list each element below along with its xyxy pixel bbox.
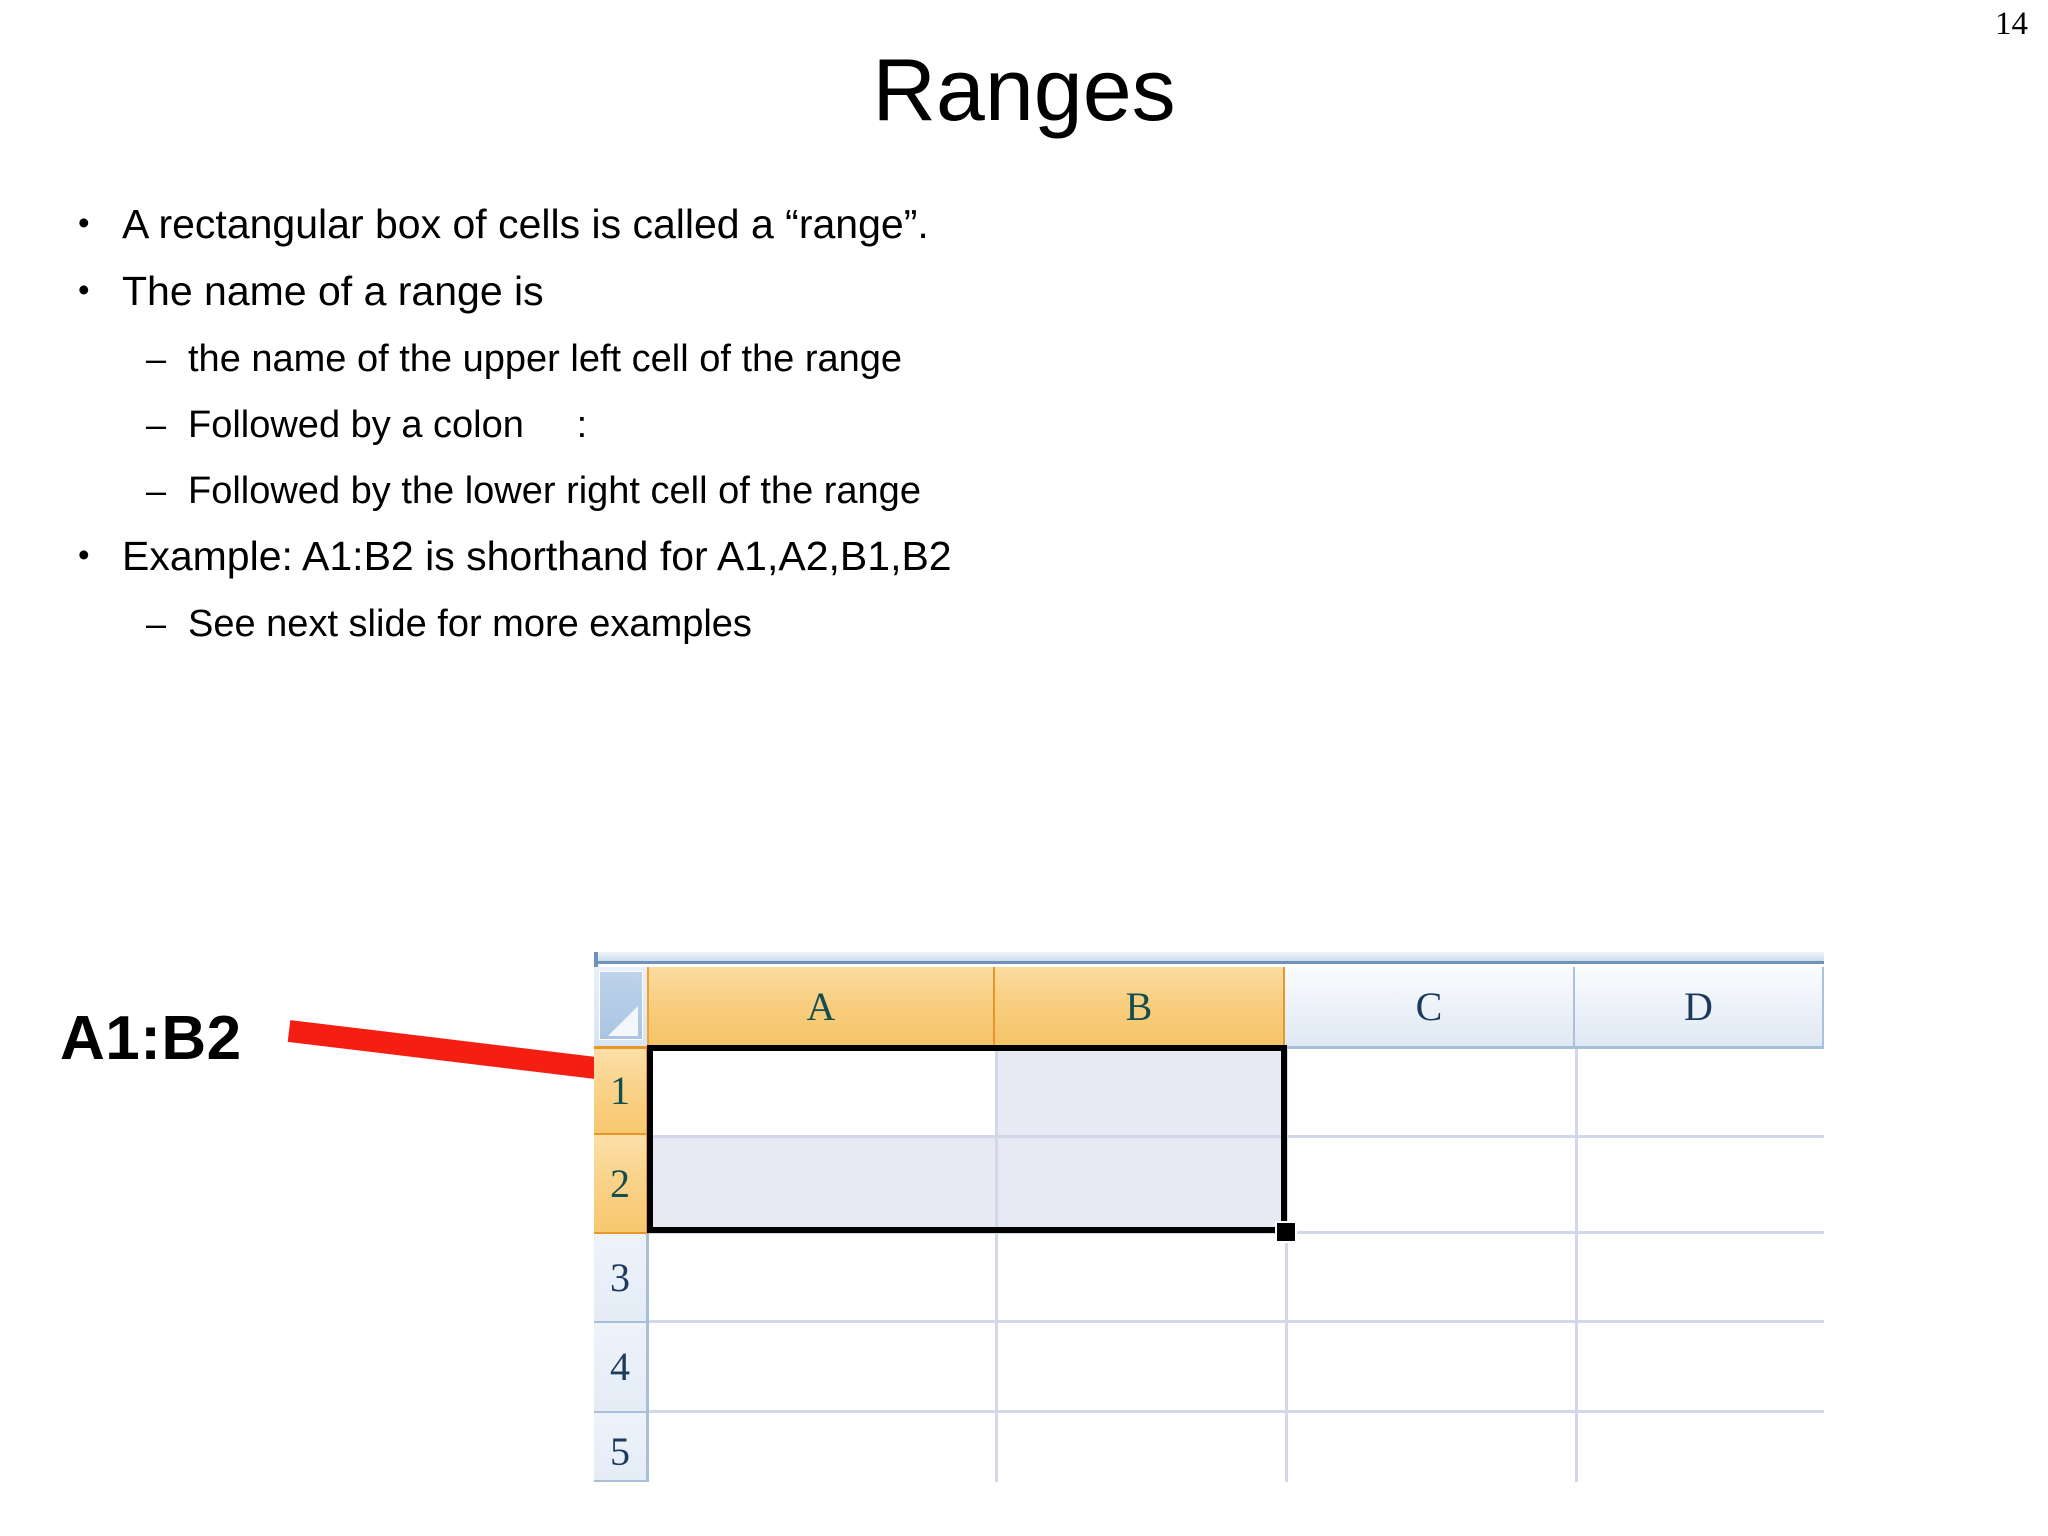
cell-c2[interactable]	[1285, 1135, 1575, 1231]
bullet-dot-icon: •	[78, 536, 90, 573]
cell-d5[interactable]	[1575, 1413, 1824, 1482]
bullet-dot-icon: •	[78, 271, 90, 308]
select-all-triangle-icon	[608, 1006, 638, 1036]
bullet-text: A rectangular box of cells is called a “…	[122, 201, 929, 247]
bullet-item: • Example: A1:B2 is shorthand for A1,A2,B…	[78, 524, 1578, 591]
cell-c5[interactable]	[1285, 1413, 1575, 1482]
bullet-list: • A rectangular box of cells is called a …	[78, 192, 1578, 657]
cell-grid[interactable]	[647, 1045, 1824, 1482]
sheet-top-left-corner	[594, 952, 598, 968]
cell-a4[interactable]	[649, 1323, 995, 1410]
bullet-item: –the name of the upper left cell of the …	[78, 326, 1578, 392]
cell-a5[interactable]	[649, 1413, 995, 1482]
sheet-top-edge	[594, 952, 1824, 964]
bullet-text: Followed by the lower right cell of the …	[188, 470, 921, 512]
column-header-d[interactable]: D	[1575, 967, 1824, 1049]
bullet-dash-icon: –	[146, 603, 167, 644]
gridline-horizontal	[649, 1231, 1824, 1234]
bullet-item: • A rectangular box of cells is called a …	[78, 192, 1578, 259]
gridline-horizontal	[649, 1320, 1824, 1323]
gridline-horizontal	[649, 1410, 1824, 1413]
page-number: 14	[1995, 6, 2028, 42]
gridline-vertical	[1575, 1049, 1578, 1482]
cell-b2[interactable]	[995, 1135, 1285, 1231]
bullet-text: the name of the upper left cell of the r…	[188, 338, 903, 380]
bullet-item: –See next slide for more examples	[78, 591, 1578, 657]
column-header-b[interactable]: B	[995, 967, 1285, 1049]
fill-handle[interactable]	[1275, 1221, 1297, 1243]
bullet-text: See next slide for more examples	[188, 603, 752, 645]
bullet-dot-icon: •	[78, 204, 90, 241]
page-title: Ranges	[872, 40, 1176, 139]
bullet-text: Example: A1:B2 is shorthand for A1,A2,B1…	[122, 533, 952, 579]
cell-b5[interactable]	[995, 1413, 1285, 1482]
cell-b3[interactable]	[995, 1234, 1285, 1320]
cell-a3[interactable]	[649, 1234, 995, 1320]
select-all-corner[interactable]	[594, 967, 649, 1049]
row-header-2[interactable]: 2	[594, 1135, 649, 1234]
bullet-text: The name of a range is	[122, 268, 544, 314]
cell-d2[interactable]	[1575, 1135, 1824, 1231]
row-header-5[interactable]: 5	[594, 1413, 649, 1482]
bullet-item: • The name of a range is	[78, 259, 1578, 326]
bullet-text: Followed by a colon :	[188, 404, 588, 446]
cell-d4[interactable]	[1575, 1323, 1824, 1410]
cell-d1[interactable]	[1575, 1049, 1824, 1135]
cell-d3[interactable]	[1575, 1234, 1824, 1320]
cell-a1[interactable]	[649, 1049, 995, 1135]
row-header-1[interactable]: 1	[594, 1049, 649, 1135]
bullet-dash-icon: –	[146, 470, 167, 511]
cell-c3[interactable]	[1285, 1234, 1575, 1320]
gridline-vertical	[1285, 1049, 1288, 1482]
bullet-item: –Followed by a colon :	[78, 392, 1578, 458]
row-header-3[interactable]: 3	[594, 1234, 649, 1323]
gridline-horizontal	[649, 1135, 1824, 1138]
bullet-dash-icon: –	[146, 338, 167, 379]
cell-b4[interactable]	[995, 1323, 1285, 1410]
spreadsheet-widget[interactable]: A B C D 1 2 3 4 5	[594, 952, 1824, 1482]
bullet-dash-icon: –	[146, 404, 167, 445]
cell-c1[interactable]	[1285, 1049, 1575, 1135]
bullet-item: –Followed by the lower right cell of the…	[78, 458, 1578, 524]
gridline-vertical	[995, 1049, 998, 1482]
cell-c4[interactable]	[1285, 1323, 1575, 1410]
cell-b1[interactable]	[995, 1049, 1285, 1135]
annotation-label: A1:B2	[60, 1004, 242, 1073]
column-header-row: A B C D	[594, 967, 1824, 1049]
column-header-a[interactable]: A	[649, 967, 995, 1049]
column-header-c[interactable]: C	[1285, 967, 1575, 1049]
row-header-4[interactable]: 4	[594, 1323, 649, 1413]
select-all-inner	[599, 971, 643, 1040]
cell-a2[interactable]	[649, 1135, 995, 1231]
